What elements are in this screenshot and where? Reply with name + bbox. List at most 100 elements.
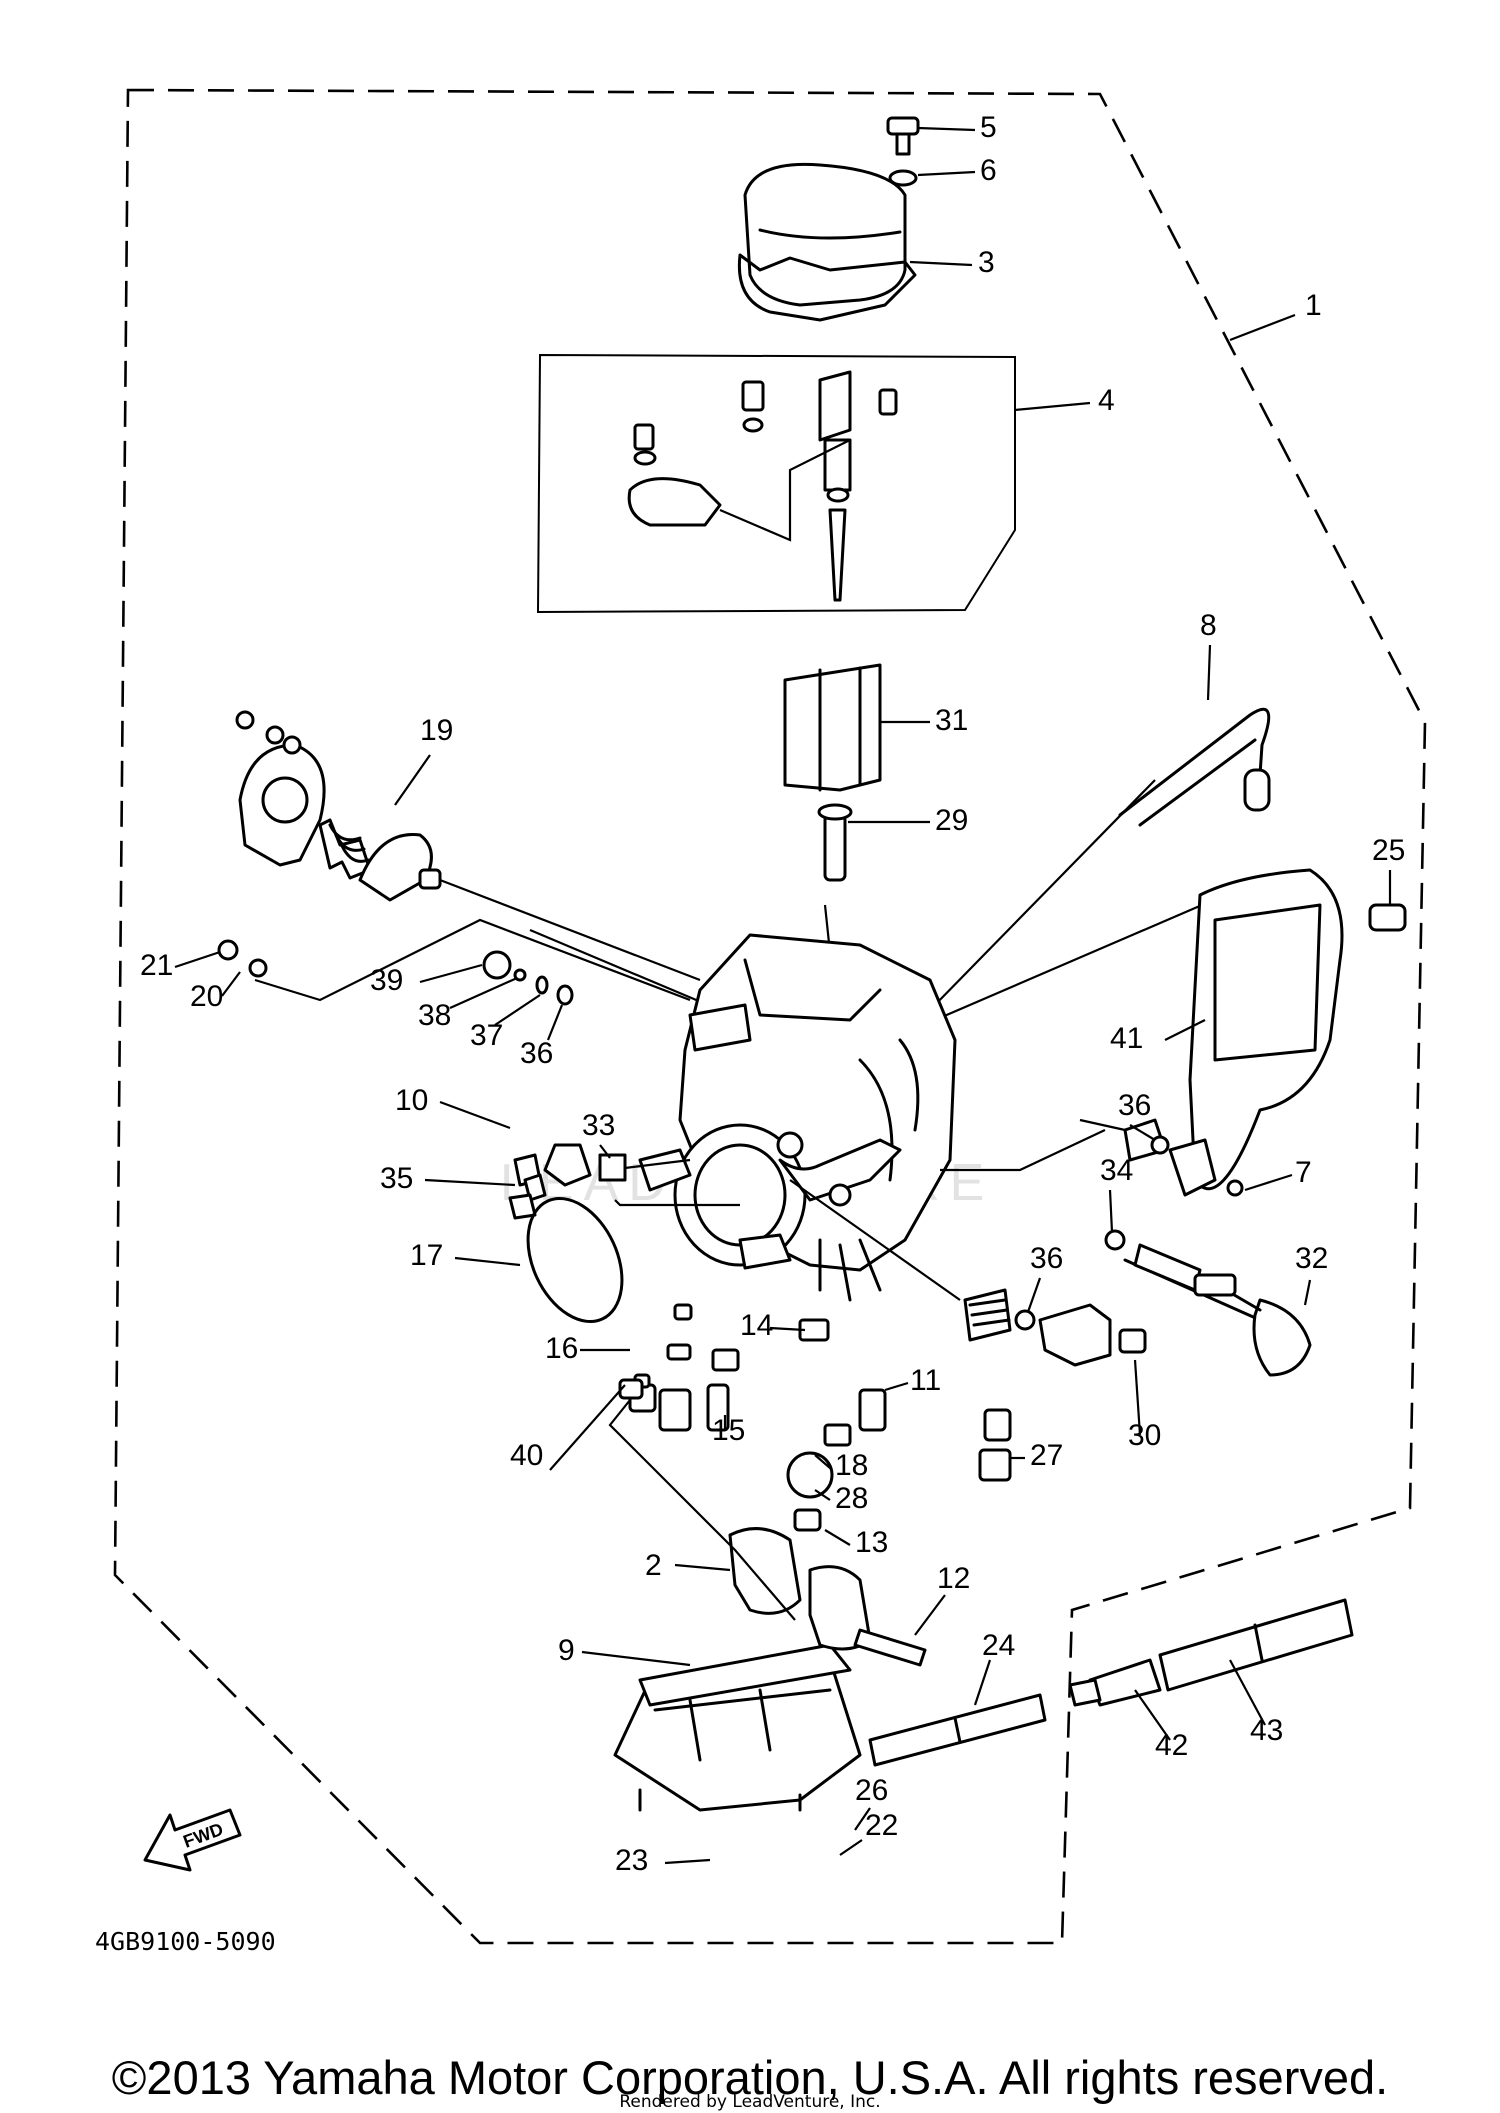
part-number-14: 14	[740, 1309, 773, 1342]
leader-line	[1133, 1359, 1142, 1436]
part-number-35: 35	[380, 1162, 413, 1195]
top-cover	[737, 116, 920, 322]
needle-kit-box	[536, 353, 1016, 614]
part-number-9: 9	[558, 1634, 575, 1667]
part-number-41: 41	[1110, 1022, 1143, 1055]
leader-line	[1108, 1189, 1114, 1233]
leader-line	[884, 1381, 909, 1392]
leader-line	[814, 1454, 831, 1469]
part-number-1: 1	[1305, 289, 1322, 322]
leader-line	[1229, 1659, 1266, 1726]
part-labels: 1234567891011121314151617181920212223242…	[140, 111, 1405, 1877]
leader-line	[174, 950, 221, 969]
leader-line	[814, 1489, 831, 1501]
leader-line	[1026, 1277, 1042, 1313]
part-number-5: 5	[980, 111, 997, 144]
assembly-boundary	[113, 88, 1427, 1945]
part-number-43: 43	[1250, 1714, 1283, 1747]
part-number-36: 36	[1118, 1089, 1151, 1122]
leader-line	[1229, 313, 1296, 342]
leader-line	[973, 1659, 992, 1706]
leader-line	[1244, 1173, 1293, 1192]
o-ring	[526, 1196, 624, 1324]
part-number-34: 34	[1100, 1154, 1133, 1187]
part-number-6: 6	[980, 154, 997, 187]
leader-line	[454, 1256, 521, 1267]
part-number-22: 22	[865, 1809, 898, 1842]
part-number-15: 15	[712, 1414, 745, 1447]
needle-assembly	[627, 370, 898, 602]
part-number-23: 23	[615, 1844, 648, 1877]
carburetor-body	[638, 933, 957, 1302]
part-number-10: 10	[395, 1084, 428, 1117]
leader-line	[854, 1807, 871, 1831]
pump-cover	[235, 710, 442, 902]
leader-line	[449, 976, 518, 1010]
throttle-plate	[783, 663, 882, 882]
leader-line	[909, 260, 973, 267]
part-number-37: 37	[470, 1019, 503, 1052]
part-number-32: 32	[1295, 1242, 1328, 1275]
copyright-notice: ©2013 Yamaha Motor Corporation, U.S.A. A…	[111, 2051, 1389, 2104]
float-bowl	[613, 1643, 862, 1812]
leader-line	[549, 1384, 626, 1471]
vacuum-cover	[1188, 868, 1344, 1191]
part-number-13: 13	[855, 1526, 888, 1559]
leader-line	[914, 1594, 946, 1636]
part-number-42: 42	[1155, 1729, 1188, 1762]
leader-line	[1014, 401, 1091, 412]
leader-line	[1164, 1019, 1206, 1041]
part-number-11: 11	[910, 1364, 941, 1397]
leader-line	[1129, 1124, 1156, 1141]
leader-line	[1303, 1279, 1312, 1306]
float-assembly	[728, 1527, 872, 1651]
part-number-8: 8	[1200, 609, 1217, 642]
part-number-17: 17	[410, 1239, 443, 1272]
leader-line	[769, 1326, 806, 1332]
part-number-2: 2	[645, 1549, 662, 1582]
leader-line	[599, 1144, 611, 1159]
leader-line	[394, 754, 431, 806]
leader-line	[664, 1858, 711, 1865]
fwd-arrow: FWD	[143, 1808, 242, 1872]
hose	[1118, 707, 1271, 817]
part-number-25: 25	[1372, 834, 1405, 867]
part-number-19: 19	[420, 714, 453, 747]
leader-line	[221, 971, 241, 997]
part-number-31: 31	[935, 704, 968, 737]
hose-43	[1158, 1598, 1354, 1692]
part-number-7: 7	[1295, 1156, 1312, 1189]
part-number-16: 16	[545, 1332, 578, 1365]
part-number-33: 33	[582, 1109, 615, 1142]
part-number-21: 21	[140, 949, 173, 982]
leader-line	[824, 1529, 851, 1546]
rendered-by: Rendered by LeadVenture, Inc.	[619, 2092, 881, 2112]
leader-line	[419, 963, 483, 984]
part-number-28: 28	[835, 1482, 868, 1515]
part-number-36: 36	[520, 1037, 553, 1070]
part-number-4: 4	[1098, 384, 1115, 417]
leader-line	[494, 994, 541, 1026]
leader-line	[424, 1178, 516, 1187]
part-number-18: 18	[835, 1449, 868, 1482]
float-pin	[853, 1628, 927, 1667]
leader-line	[546, 1004, 564, 1041]
leader-line	[1134, 1689, 1171, 1741]
leader-line	[917, 170, 976, 177]
part-number-38: 38	[418, 999, 451, 1032]
leader-line	[439, 1100, 511, 1130]
part-number-26: 26	[855, 1774, 888, 1807]
part-number-12: 12	[937, 1562, 970, 1595]
part-number-39: 39	[370, 964, 403, 997]
leader-line	[674, 1563, 731, 1572]
part-number-27: 27	[1030, 1439, 1063, 1472]
leader-line	[1206, 644, 1212, 701]
part-number-20: 20	[190, 980, 223, 1013]
part-number-29: 29	[935, 804, 968, 837]
part-number-40: 40	[510, 1439, 543, 1472]
part-number-3: 3	[978, 246, 995, 279]
part-number-30: 30	[1128, 1419, 1161, 1452]
leader-line	[917, 126, 976, 132]
leader-line	[839, 1839, 863, 1856]
